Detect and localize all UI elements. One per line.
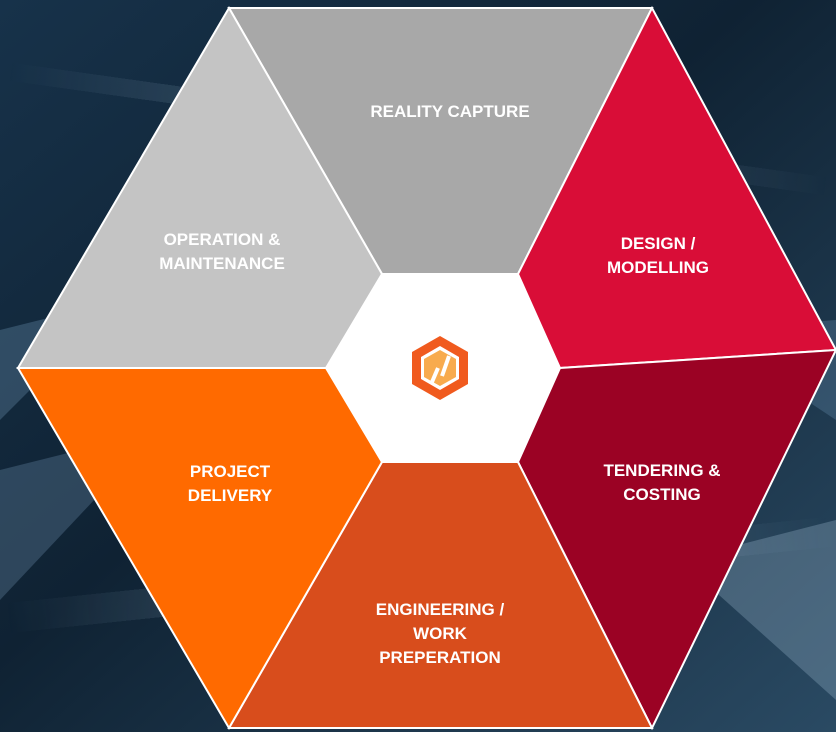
label-tendering-costing: TENDERING & COSTING — [603, 459, 720, 507]
label-line: COSTING — [623, 485, 701, 504]
label-design-modelling: DESIGN / MODELLING — [607, 232, 709, 280]
label-line: ENGINEERING / — [375, 600, 505, 619]
label-line: DESIGN / — [620, 234, 696, 253]
label-line: OPERATION & — [163, 230, 281, 249]
label-line: WORK — [413, 624, 467, 643]
label-project-delivery: PROJECT DELIVERY — [188, 460, 272, 508]
label-line: REALITY CAPTURE — [370, 102, 530, 121]
label-line: MODELLING — [607, 258, 709, 277]
label-line: TENDERING & — [603, 461, 721, 480]
label-line: PREPERATION — [379, 648, 501, 667]
label-reality-capture: REALITY CAPTURE — [370, 100, 529, 124]
label-line: PROJECT — [189, 462, 271, 481]
label-operation-maintenance: OPERATION & MAINTENANCE — [159, 228, 285, 276]
brand-hexagon-logo-icon — [412, 336, 468, 400]
label-line: DELIVERY — [187, 486, 273, 505]
label-engineering-work-preparation: ENGINEERING / WORK PREPERATION — [376, 598, 504, 670]
label-line: MAINTENANCE — [159, 254, 285, 273]
